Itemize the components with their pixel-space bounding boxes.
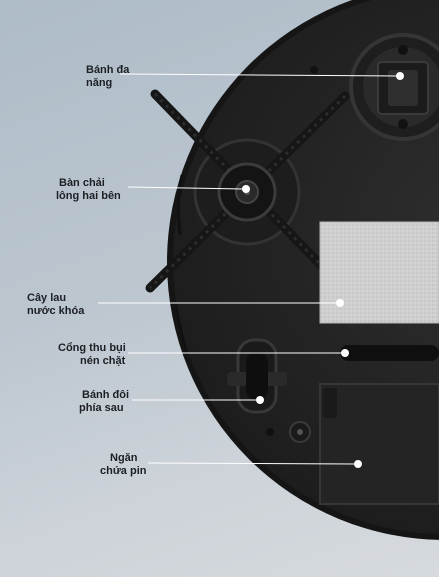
label-side-brush-line2: lông hai bên [56,190,121,202]
label-side-brush-line1: Bàn chải [59,177,105,189]
label-mop-line2: nước khóa [27,305,85,317]
label-dust-port-line2: nén chặt [80,355,126,367]
mop-pad [319,221,439,324]
label-rear-wheel-line2: phía sau [79,402,124,414]
label-universal-wheel: Bánh đa năng [86,64,129,90]
label-dust-port: Cổng thu bụi nén chặt [58,342,126,368]
rear-wheel [227,338,311,443]
label-rear-wheel: Bánh đôi phía sau [79,389,129,415]
label-battery-line2: chứa pin [100,465,147,477]
label-side-brush: Bàn chải lông hai bên [56,177,121,203]
label-battery-line1: Ngăn [110,452,138,464]
dust-port [340,345,439,361]
callout-lines [98,73,399,465]
battery-compartment [319,383,439,505]
label-dust-port-line1: Cổng thu bụi [58,342,126,354]
label-battery: Ngăn chứa pin [100,452,146,478]
label-universal-wheel-line2: năng [86,77,113,89]
label-rear-wheel-line1: Bánh đôi [82,389,130,401]
label-universal-wheel-line1: Bánh đa [86,64,130,76]
universal-wheel [310,33,439,141]
label-mop-line1: Cây lau [27,292,67,304]
label-mop: Cây lau nước khóa [27,292,84,318]
callout-dots [242,72,404,468]
